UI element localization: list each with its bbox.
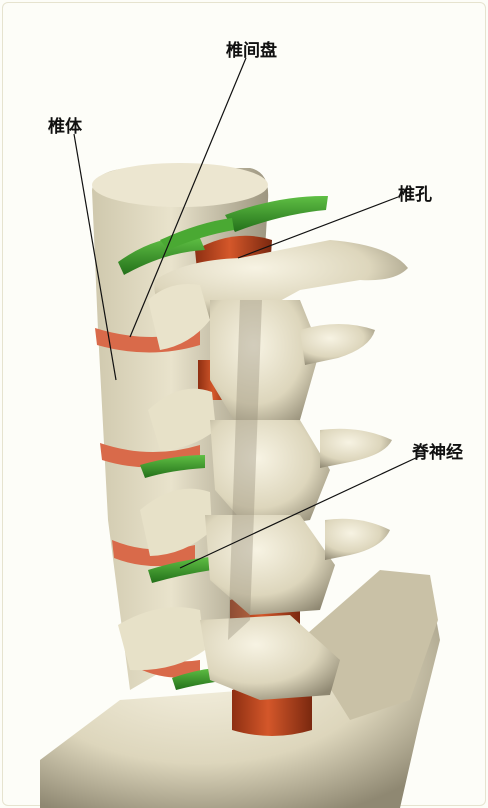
label-spinal-nerve: 脊神经 (412, 438, 463, 463)
process-right-3 (325, 519, 390, 560)
label-vertebral-foramen: 椎孔 (398, 180, 432, 205)
process-right-2 (320, 429, 392, 468)
label-intervertebral-disc: 椎间盘 (226, 36, 277, 61)
process-right-1 (300, 324, 375, 365)
label-vertebral-body: 椎体 (48, 112, 82, 137)
top-vertebra-surface (92, 163, 268, 207)
